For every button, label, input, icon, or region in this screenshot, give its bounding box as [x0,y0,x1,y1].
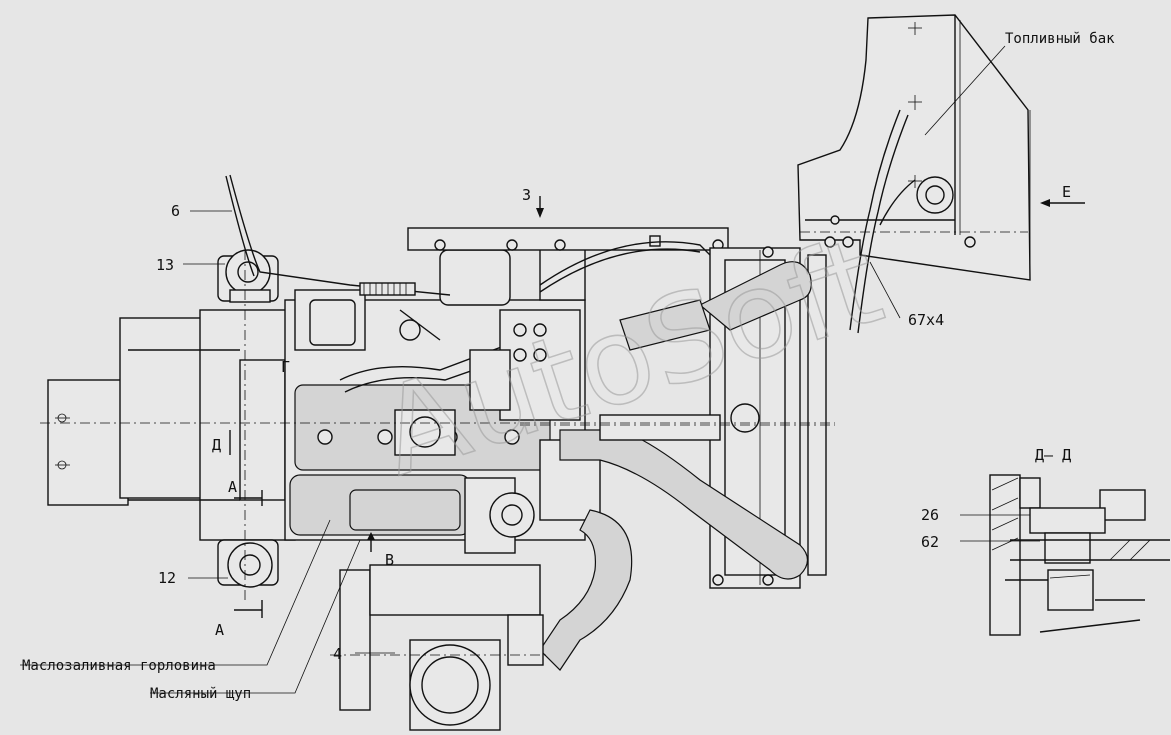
fan-shroud-lines [520,403,835,441]
throttle-linkage [225,174,721,296]
label-view-g: Г [281,358,290,376]
label-pos-13: 13 [156,256,174,274]
label-pos-26: 26 [921,506,939,524]
view-arrows [229,196,1085,618]
leader-lines [20,45,1040,694]
section-d-detail [989,474,1170,636]
label-view-v: В [385,551,394,569]
lower-coolant-pipe [539,429,809,671]
upper-coolant-pipe [619,261,812,351]
label-dipstick: Масляный щуп [150,686,251,702]
turbocharger [349,477,535,554]
label-view-e: Е [1062,183,1071,201]
mounting-plate [407,227,729,251]
label-fuel-tank: Топливный бак [1005,31,1115,47]
label-pos-67x4: 67х4 [908,311,944,329]
label-pos-6: 6 [171,202,180,220]
label-pos-62: 62 [921,533,939,551]
label-view-a-bottom: А [215,621,224,639]
air-cleaner [330,564,550,731]
label-view-a-top: А [228,478,237,496]
label-view-z: З [522,186,531,204]
label-view-d: Д [212,436,221,454]
transmission-housing [47,309,296,541]
label-section-d: Д– Д [1035,446,1071,464]
fuel-tank [797,14,1031,334]
engine-mount-top [217,249,279,303]
label-pos-4: 4 [333,645,342,663]
label-oil-filler: Маслозаливная горловина [22,658,216,674]
label-pos-12: 12 [158,569,176,587]
engine-mount-bottom [217,539,279,588]
